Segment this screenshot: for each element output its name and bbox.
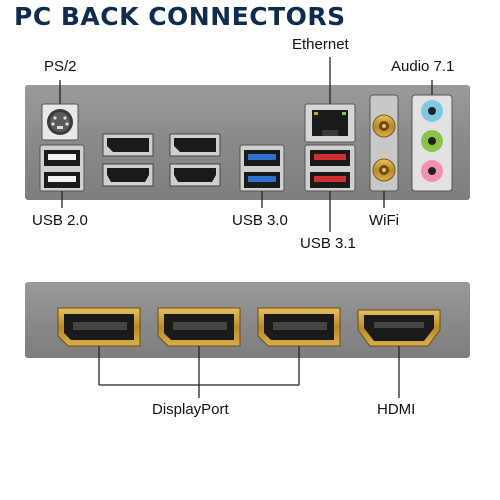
- video-ports-column-2: [169, 133, 221, 187]
- displayport-3: [257, 307, 341, 347]
- displayport-2: [157, 307, 241, 347]
- ps2-port: [41, 103, 79, 141]
- wifi-connectors: [369, 94, 399, 192]
- hdmi-label: HDMI: [377, 401, 416, 418]
- hdmi-port: [357, 309, 441, 347]
- bottom-leader-lines: [98, 346, 400, 398]
- page-title: PC BACK CONNECTORS: [14, 2, 346, 31]
- usb31-label: USB 3.1: [300, 235, 356, 252]
- wifi-label: WiFi: [369, 212, 399, 229]
- usb20-ports: [39, 144, 85, 192]
- usb20-label: USB 2.0: [32, 212, 88, 229]
- top-leader-lines: [59, 57, 433, 232]
- ethernet-label: Ethernet: [292, 36, 349, 53]
- ps2-label: PS/2: [44, 58, 77, 75]
- usb30-ports: [239, 144, 285, 192]
- displayport-1: [57, 307, 141, 347]
- usb30-label: USB 3.0: [232, 212, 288, 229]
- usb31-ports: [304, 144, 356, 192]
- ethernet-port: [304, 103, 356, 143]
- audio-jacks: [411, 94, 453, 192]
- video-ports-column-1: [102, 133, 154, 187]
- audio-label: Audio 7.1: [391, 58, 455, 75]
- displayport-label: DisplayPort: [152, 401, 229, 418]
